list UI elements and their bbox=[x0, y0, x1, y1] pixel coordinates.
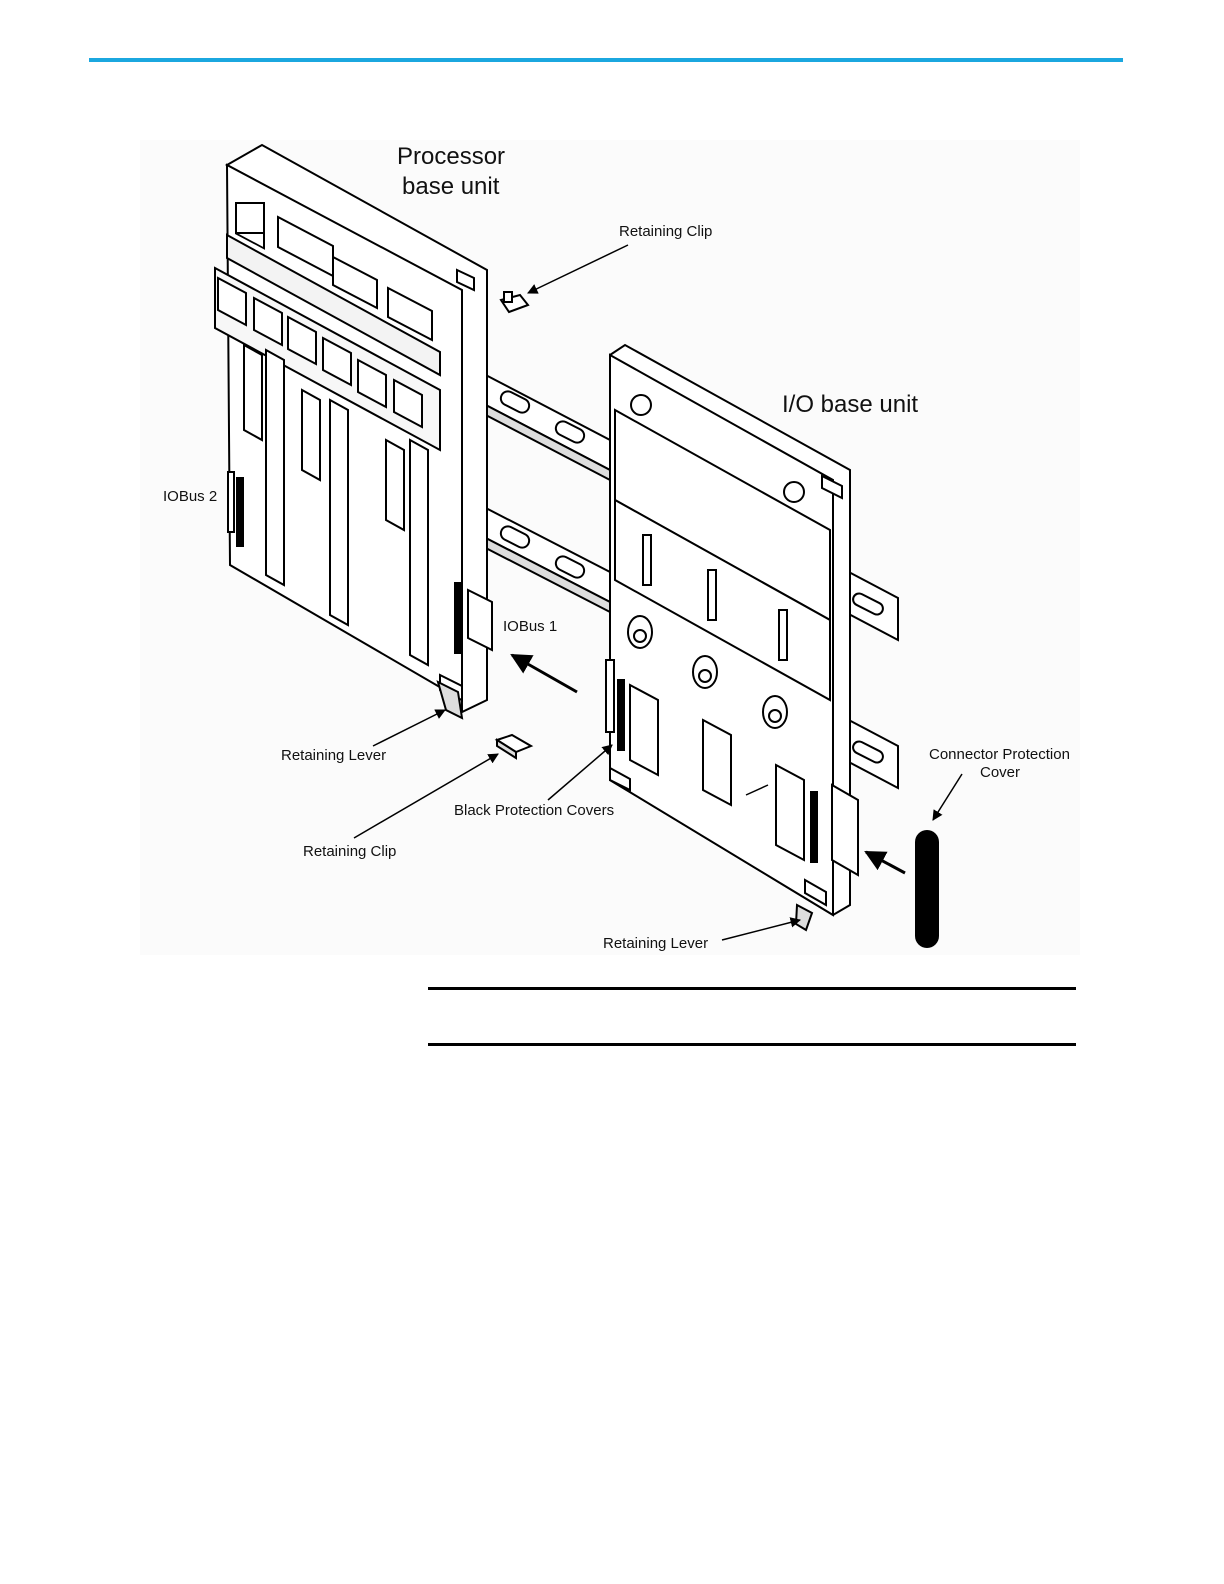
table-top-rule bbox=[428, 987, 1076, 990]
table-bottom-rule bbox=[428, 1043, 1076, 1046]
label-io-base-unit: I/O base unit bbox=[782, 391, 918, 418]
label-retaining-clip-top: Retaining Clip bbox=[619, 223, 712, 240]
din-rail-lower bbox=[480, 505, 610, 612]
label-retaining-lever-right: Retaining Lever bbox=[603, 935, 708, 952]
processor-base-unit bbox=[215, 145, 492, 718]
label-processor-line1: Processor bbox=[397, 143, 505, 170]
header-accent-rule bbox=[89, 58, 1123, 62]
din-rail-right-ends bbox=[845, 570, 898, 788]
base-unit-assembly-figure: Processor base unit I/O base unit Retain… bbox=[140, 140, 1080, 955]
retaining-clip-top-part bbox=[501, 292, 528, 312]
label-connector-protection-line2: Cover bbox=[980, 764, 1020, 781]
io-base-unit bbox=[606, 345, 858, 930]
label-iobus1: IOBus 1 bbox=[503, 618, 557, 635]
label-retaining-lever-left: Retaining Lever bbox=[281, 747, 386, 764]
connector-protection-cover-part bbox=[915, 830, 939, 948]
label-retaining-clip-bottom: Retaining Clip bbox=[303, 843, 396, 860]
label-processor-line2: base unit bbox=[402, 173, 500, 200]
label-black-protection-covers: Black Protection Covers bbox=[454, 802, 614, 819]
label-connector-protection-line1: Connector Protection bbox=[929, 746, 1070, 763]
retaining-clip-bottom-part bbox=[497, 735, 531, 758]
din-rail-upper bbox=[480, 372, 610, 480]
label-iobus2: IOBus 2 bbox=[163, 488, 217, 505]
